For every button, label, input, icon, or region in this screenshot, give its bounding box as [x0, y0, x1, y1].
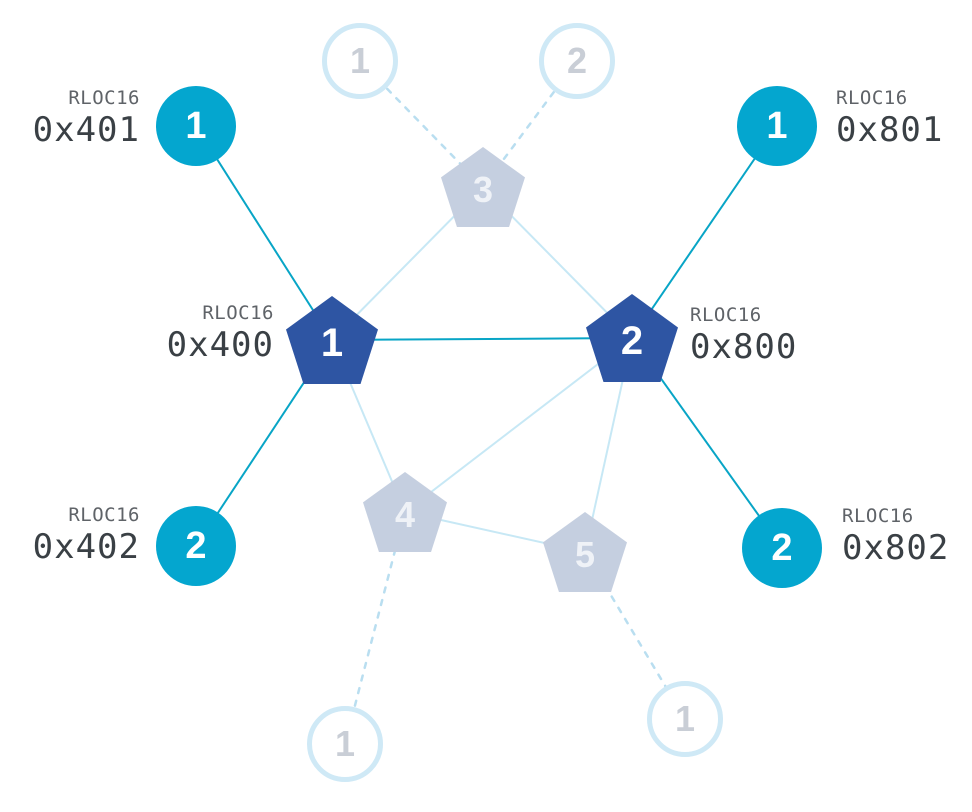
faded-device-top-2-number: 2 — [566, 40, 588, 81]
rloc-tag: RLOC16 — [68, 504, 140, 526]
faded-device-node-top-2: 2 — [539, 23, 615, 99]
router-5-number: 5 — [574, 533, 596, 575]
rloc-value: 0x801 — [836, 109, 944, 150]
rloc-tag: RLOC16 — [842, 505, 914, 527]
edge-router1-child401 — [195, 125, 333, 341]
router-2-number: 2 — [620, 318, 644, 363]
rloc-value: 0x802 — [842, 527, 950, 568]
end-device-node-0x802: 2 — [742, 508, 822, 588]
end-device-node-0x402: 2 — [156, 506, 236, 586]
end-device-node-0x401: 1 — [156, 86, 236, 166]
rloc-tag: RLOC16 — [68, 87, 140, 109]
edge-router2-router4 — [404, 337, 633, 513]
faded-device-node-bottom-left: 1 — [307, 706, 383, 782]
end-device-0x401-number: 1 — [185, 104, 207, 147]
faded-device-node-top-1: 1 — [322, 23, 398, 99]
rloc-value: 0x401 — [32, 109, 140, 150]
rloc-tag: RLOC16 — [202, 302, 274, 324]
faded-device-bottom-right-number: 1 — [674, 698, 696, 739]
rloc-label-0x402: RLOC16 0x402 — [10, 505, 140, 566]
rloc-label-0x400: RLOC16 0x400 — [140, 303, 274, 364]
end-device-0x801-number: 1 — [766, 104, 788, 147]
end-device-0x802-number: 2 — [771, 526, 793, 569]
edge-router1-router2 — [331, 337, 633, 341]
faded-device-node-bottom-right: 1 — [647, 681, 723, 757]
rloc-tag: RLOC16 — [690, 304, 762, 326]
faded-device-top-1-number: 1 — [349, 40, 371, 81]
rloc-value: 0x402 — [32, 526, 140, 567]
router-1-number: 1 — [320, 320, 344, 365]
rloc-label-0x802: RLOC16 0x802 — [842, 506, 968, 567]
rloc-label-0x401: RLOC16 0x401 — [10, 88, 140, 149]
end-device-0x402-number: 2 — [185, 524, 207, 567]
rloc-value: 0x400 — [166, 324, 274, 365]
end-device-node-0x801: 1 — [737, 86, 817, 166]
router-4-number: 4 — [394, 493, 416, 535]
rloc-tag: RLOC16 — [836, 87, 908, 109]
rloc-label-0x800: RLOC16 0x800 — [690, 305, 830, 366]
rloc-label-0x801: RLOC16 0x801 — [836, 88, 966, 149]
faded-device-bottom-left-number: 1 — [334, 723, 356, 764]
rloc-value: 0x800 — [690, 326, 798, 367]
edge-router2-child801 — [631, 125, 778, 339]
router-3-number: 3 — [472, 168, 494, 210]
